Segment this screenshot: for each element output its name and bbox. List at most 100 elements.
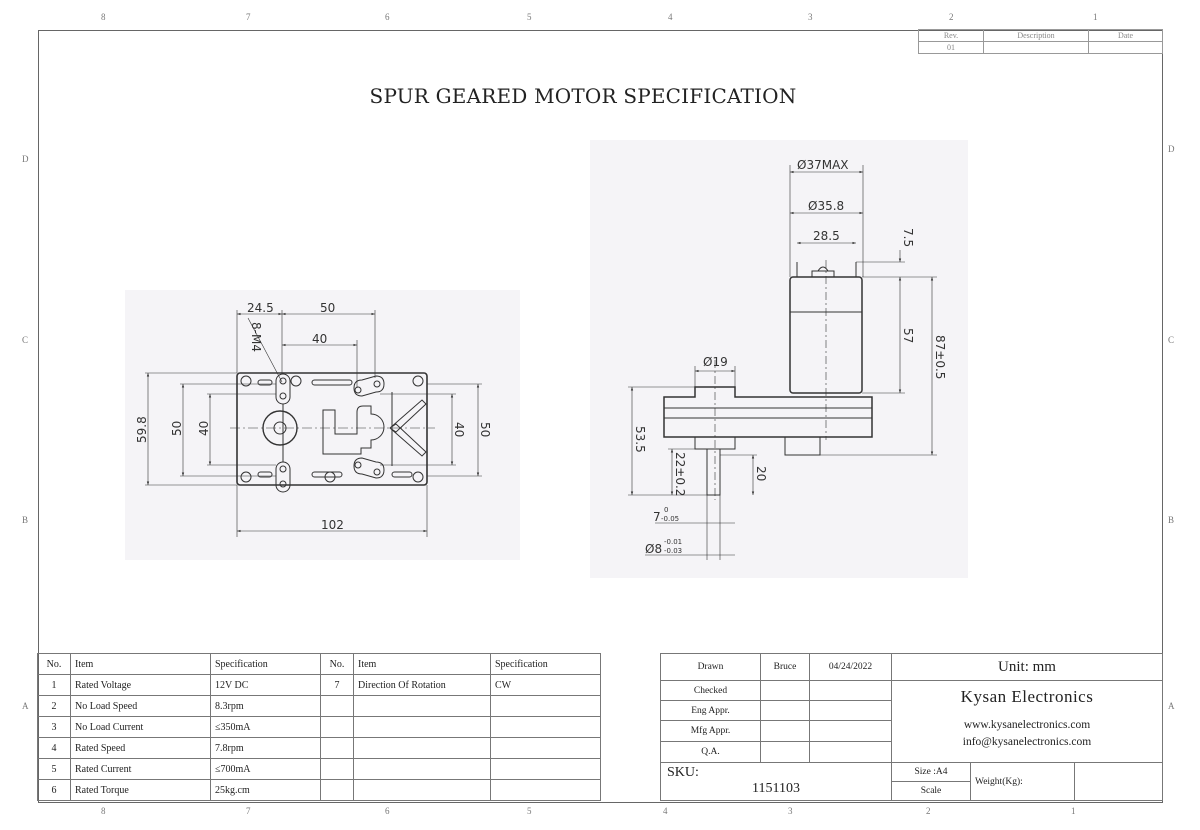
drawn-by: Bruce [760, 653, 810, 681]
cell-item-2 [353, 716, 491, 738]
dim-87: 87±0.5 [933, 335, 947, 379]
output-shaft [706, 448, 721, 496]
dim-diameter-19: Ø19 [703, 355, 728, 369]
cell-spec-2 [490, 716, 601, 738]
cell-item: Rated Torque [70, 779, 211, 801]
dim-diameter-8: Ø8 [645, 542, 662, 556]
gearbox [663, 386, 873, 438]
gearbox-plate [236, 372, 428, 486]
cell-no: 2 [37, 695, 71, 717]
checked-label: Checked [660, 680, 761, 701]
dim-20: 20 [754, 466, 768, 481]
cell-item-2 [353, 779, 491, 801]
company-cell: Kysan Electronics www.kysanelectronics.c… [891, 680, 1163, 763]
dim-40-top: 40 [312, 332, 327, 346]
zone-b: B [22, 515, 29, 525]
cell-no: 1 [37, 674, 71, 696]
table-header-row: No. Item Specification No. Item Specific… [37, 653, 601, 675]
cell-item-2 [353, 695, 491, 717]
zone-8: 8 [101, 12, 106, 22]
scale-label: Scale [891, 781, 971, 801]
zone-5-bottom: 5 [527, 806, 532, 816]
zone-7-bottom: 7 [246, 806, 251, 816]
zone-6-bottom: 6 [385, 806, 390, 816]
cell-item: Rated Voltage [70, 674, 211, 696]
drawn-label: Drawn [660, 653, 761, 681]
corner-screws [240, 375, 424, 483]
zone-b-right: B [1168, 515, 1175, 525]
company-email: info@kysanelectronics.com [962, 736, 1092, 748]
header-spec: Specification [210, 653, 321, 675]
dim-8-tol-upper: -0.01 [664, 538, 682, 546]
zone-2-bottom: 2 [926, 806, 931, 816]
side-view-labels: Ø37MAX Ø35.8 28.5 7.5 57 87±0.5 Ø19 53.5… [633, 158, 947, 556]
dim-40-right: 40 [452, 422, 466, 437]
cell-spec-2 [490, 695, 601, 717]
cell-no-2 [320, 695, 354, 717]
mfg-appr-date [809, 720, 892, 742]
dim-8-tol-lower: -0.03 [664, 547, 682, 555]
size-label: Size :A4 [891, 762, 971, 782]
cell-item: Rated Current [70, 758, 211, 780]
cell-spec: 8.3rpm [210, 695, 321, 717]
zone-1: 1 [1093, 12, 1098, 22]
company-website: www.kysanelectronics.com [963, 719, 1091, 731]
zone-7: 7 [246, 12, 251, 22]
cell-spec-2 [490, 737, 601, 759]
sku-label: SKU: [667, 765, 699, 780]
company-name: Kysan Electronics [960, 687, 1094, 706]
zone-5: 5 [527, 12, 532, 22]
zone-a-right: A [1168, 701, 1175, 711]
cell-no: 6 [37, 779, 71, 801]
zone-4: 4 [668, 12, 673, 22]
cell-item: No Load Speed [70, 695, 211, 717]
dim-40-left: 40 [197, 421, 211, 436]
cell-no: 4 [37, 737, 71, 759]
header-no: No. [37, 653, 71, 675]
side-dimension-lines [628, 165, 937, 560]
dim-102: 102 [321, 518, 344, 532]
dim-7-tol-lower: -0.05 [661, 515, 679, 523]
qa-by [760, 741, 810, 763]
dim-50-top: 50 [320, 301, 335, 315]
qa-label: Q.A. [660, 741, 761, 763]
dim-7-5: 7.5 [901, 228, 915, 247]
cell-no-2 [320, 758, 354, 780]
page-title: SPUR GEARED MOTOR SPECIFICATION [369, 84, 797, 108]
cell-item-2 [353, 758, 491, 780]
dim-diameter-37-max: Ø37MAX [797, 158, 849, 172]
zone-d: D [22, 154, 29, 164]
side-view-background [590, 140, 968, 578]
rev-date [1088, 41, 1163, 54]
zone-d-right: D [1168, 144, 1175, 154]
header-spec-2: Specification [490, 653, 601, 675]
dim-22: 22±0.2 [673, 452, 687, 496]
front-dimension-lines [145, 310, 482, 537]
mfg-appr-label: Mfg Appr. [660, 720, 761, 742]
cell-spec-2: CW [490, 674, 601, 696]
cell-no: 5 [37, 758, 71, 780]
dim-50-right: 50 [478, 422, 492, 437]
dim-50-left: 50 [170, 421, 184, 436]
eng-appr-date [809, 700, 892, 721]
dim-diameter-35-8: Ø35.8 [808, 199, 844, 213]
cell-item-2: Direction Of Rotation [353, 674, 491, 696]
drawn-date: 04/24/2022 [809, 653, 892, 681]
eng-appr-label: Eng Appr. [660, 700, 761, 721]
dim-53-5: 53.5 [633, 426, 647, 453]
unit-label: Unit: mm [891, 653, 1163, 681]
zone-c-right: C [1168, 335, 1175, 345]
header-item-2: Item [353, 653, 491, 675]
zone-8-bottom: 8 [101, 806, 106, 816]
rev-value: 01 [918, 41, 984, 54]
checked-date [809, 680, 892, 701]
zone-a: A [22, 701, 29, 711]
eng-appr-by [760, 700, 810, 721]
cell-item: No Load Current [70, 716, 211, 738]
cell-spec: 12V DC [210, 674, 321, 696]
